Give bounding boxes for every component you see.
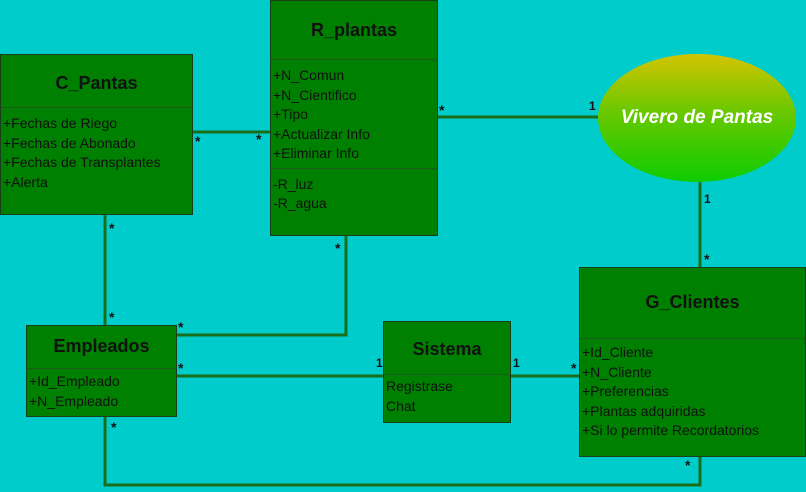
vivero-use-case[interactable]: Vivero de Pantas [598, 54, 796, 182]
attribute: +Plantas adquiridas [582, 402, 706, 419]
class-name: Sistema [384, 322, 510, 375]
attribute: +Fechas de Transplantes [3, 154, 161, 170]
multiplicity-label: 1 [513, 356, 520, 370]
attribute: +Fechas de Abonado [3, 134, 136, 151]
association-empleados-clientes [103, 416, 702, 487]
attribute: Chat [386, 397, 416, 414]
class-name: G_Clientes [580, 268, 805, 339]
multiplicity-label: * [178, 319, 184, 335]
multiplicity-label: * [704, 251, 710, 267]
attribute: +Eliminar Info [273, 145, 359, 161]
multiplicity-label: * [335, 240, 341, 256]
class-c-pantas[interactable]: C_Pantas +Fechas de Riego +Fechas de Abo… [0, 54, 193, 215]
attributes-section: +Id_Empleado +N_Empleado [27, 369, 176, 415]
methods-section: -R_luz -R_agua [271, 169, 437, 218]
attribute: +Id_Cliente [582, 344, 654, 360]
attribute: +N_Comun [273, 67, 345, 83]
class-empleados[interactable]: Empleados +Id_Empleado +N_Empleado [26, 325, 177, 417]
method: -R_agua [273, 195, 327, 211]
multiplicity-label: * [109, 309, 115, 325]
attributes-section: +Id_Cliente +N_Cliente +Preferencias +Pl… [580, 339, 805, 445]
multiplicity-label: * [685, 457, 691, 473]
attribute: +N_Empleado [29, 392, 119, 409]
class-r-plantas[interactable]: R_plantas +N_Comun +N_Cientifico +Tipo +… [270, 0, 438, 236]
class-g-clientes[interactable]: G_Clientes +Id_Cliente +N_Cliente +Prefe… [579, 267, 806, 457]
attribute: +Id_Empleado [29, 373, 120, 389]
multiplicity-label: 1 [376, 356, 383, 370]
attribute: +Actualizar Info [273, 125, 370, 142]
attribute: +Alerta [3, 173, 48, 190]
attribute: +Preferencias [582, 383, 669, 399]
association-rplantas-empleados [176, 235, 348, 337]
multiplicity-label: * [256, 131, 262, 147]
multiplicity-label: * [439, 102, 445, 118]
attribute: +Fechas de Riego [3, 115, 118, 131]
multiplicity-label: * [111, 419, 117, 435]
class-sistema[interactable]: Sistema Registrase Chat [383, 321, 511, 423]
class-name: C_Pantas [1, 55, 192, 108]
class-name: R_plantas [271, 1, 437, 60]
attribute: +Si lo permite Recordatorios [582, 422, 760, 438]
multiplicity-label: * [195, 133, 201, 149]
attributes-section: Registrase Chat [384, 375, 510, 420]
attribute: Registrase [386, 378, 453, 394]
method: -R_luz [273, 175, 314, 192]
multiplicity-label: 1 [704, 192, 711, 206]
attribute: +N_Cliente [582, 363, 652, 380]
attributes-section: +Fechas de Riego +Fechas de Abonado +Fec… [1, 108, 192, 196]
multiplicity-label: 1 [589, 99, 596, 113]
vivero-label: Vivero de Pantas [620, 107, 774, 128]
multiplicity-label: * [178, 360, 184, 376]
multiplicity-label: * [571, 360, 577, 376]
class-name: Empleados [27, 326, 176, 369]
attributes-section: +N_Comun +N_Cientifico +Tipo +Actualizar… [271, 60, 437, 169]
attribute: +Tipo [273, 106, 308, 122]
attribute: +N_Cientifico [273, 86, 357, 103]
multiplicity-label: * [109, 220, 115, 236]
